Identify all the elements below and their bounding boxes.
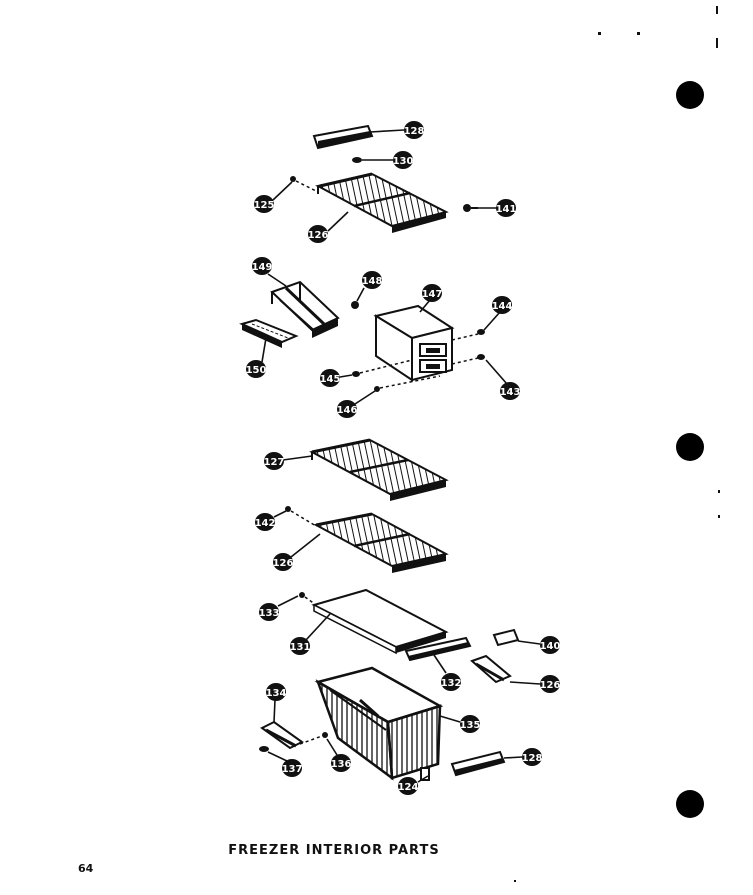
part-number: 144: [492, 301, 513, 312]
bin-fastener-part: [352, 359, 441, 392]
part-callout: 137: [282, 759, 303, 777]
part-number: 143: [500, 387, 521, 398]
stop-block-part: [420, 767, 430, 781]
part-callout: 131: [290, 637, 311, 655]
scan-speck: [718, 490, 720, 493]
freezer-wire-basket: [314, 666, 444, 781]
screw-part: [451, 329, 485, 365]
ice-bin-housing: [373, 304, 455, 382]
part-number: 126: [540, 680, 561, 691]
top-trim-strip: [312, 124, 374, 150]
shelf-support-part: [463, 204, 478, 212]
scan-speck: [716, 6, 718, 14]
part-number: 142: [255, 518, 276, 529]
part-number: 146: [337, 405, 358, 416]
part-callout: 146: [337, 400, 358, 418]
part-number: 148: [362, 276, 383, 287]
part-callout: 128: [404, 121, 425, 139]
part-callout: 128: [522, 748, 543, 766]
part-callout: 143: [500, 382, 521, 400]
top-wire-shelf: [315, 172, 449, 233]
part-callout: 135: [460, 715, 481, 733]
part-number: 130: [393, 156, 414, 167]
scan-speck: [598, 32, 601, 35]
part-number: 136: [331, 759, 352, 770]
part-number: 125: [254, 200, 275, 211]
part-number: 150: [246, 365, 267, 376]
callout-bubbles: 128 130 125 126 141 149 148 147 144 150 …: [246, 121, 561, 795]
part-callout: 136: [331, 754, 352, 772]
part-callout: 149: [252, 257, 273, 275]
binder-hole-top: [676, 81, 704, 109]
part-number: 133: [259, 608, 280, 619]
diagram-caption: FREEZER INTERIOR PARTS: [228, 843, 440, 858]
part-callout: 150: [246, 360, 267, 378]
part-callout: 125: [254, 195, 275, 213]
part-callout: 132: [441, 673, 462, 691]
part-number: 149: [252, 262, 273, 273]
part-callout: 134: [266, 683, 287, 701]
part-callout: 141: [496, 199, 517, 217]
scan-speck: [718, 515, 720, 518]
part-number: 128: [404, 126, 425, 137]
part-number: 124: [398, 782, 419, 793]
part-number: 140: [540, 641, 561, 652]
middle-wire-shelf: [309, 438, 449, 501]
part-callout: 147: [422, 284, 443, 302]
scan-speck: [637, 32, 640, 35]
part-number: 127: [264, 457, 285, 468]
fastener-part: [351, 301, 359, 309]
part-callout: 140: [540, 636, 561, 654]
clip-part: [352, 157, 362, 163]
part-callout: 142: [255, 513, 276, 531]
part-number: 126: [273, 558, 294, 569]
leader-lines: [261, 129, 541, 783]
lower-wire-shelf: [285, 506, 449, 573]
part-callout: 126: [540, 675, 561, 693]
binder-hole-bottom: [676, 790, 704, 818]
slide-screw-part: [259, 732, 328, 752]
part-callout: 124: [398, 777, 419, 795]
part-callout: 144: [492, 296, 513, 314]
shelf-front-trim: [404, 636, 472, 662]
part-callout: 126: [308, 225, 329, 243]
left-slide-rail: [260, 720, 304, 750]
part-number: 126: [308, 230, 329, 241]
part-callout: 133: [259, 603, 280, 621]
part-callout: 145: [320, 369, 341, 387]
pin-part: [290, 176, 319, 193]
binder-hole-middle: [676, 433, 704, 461]
part-number: 141: [496, 204, 517, 215]
part-number: 145: [320, 374, 341, 385]
bottom-trim-strip: [450, 750, 506, 777]
part-number: 134: [266, 688, 287, 699]
ice-cube-tray: [239, 318, 299, 348]
ice-tray-rack: [270, 280, 340, 338]
part-callout: 126: [273, 553, 294, 571]
part-number: 137: [282, 764, 303, 775]
part-number: 132: [441, 678, 462, 689]
part-callout: 130: [393, 151, 414, 169]
part-number: 128: [522, 753, 543, 764]
right-slide-rail: [470, 654, 512, 684]
part-number: 131: [290, 642, 311, 653]
scan-speck: [716, 38, 718, 48]
part-callout: 148: [362, 271, 383, 289]
part-number: 135: [460, 720, 481, 731]
part-number: 147: [422, 289, 443, 300]
part-callout: 127: [264, 452, 285, 470]
glass-shelf-panel: [299, 588, 449, 655]
page-number: 64: [78, 862, 94, 875]
end-cap-cover: [492, 628, 520, 647]
scan-speck: [514, 880, 516, 882]
